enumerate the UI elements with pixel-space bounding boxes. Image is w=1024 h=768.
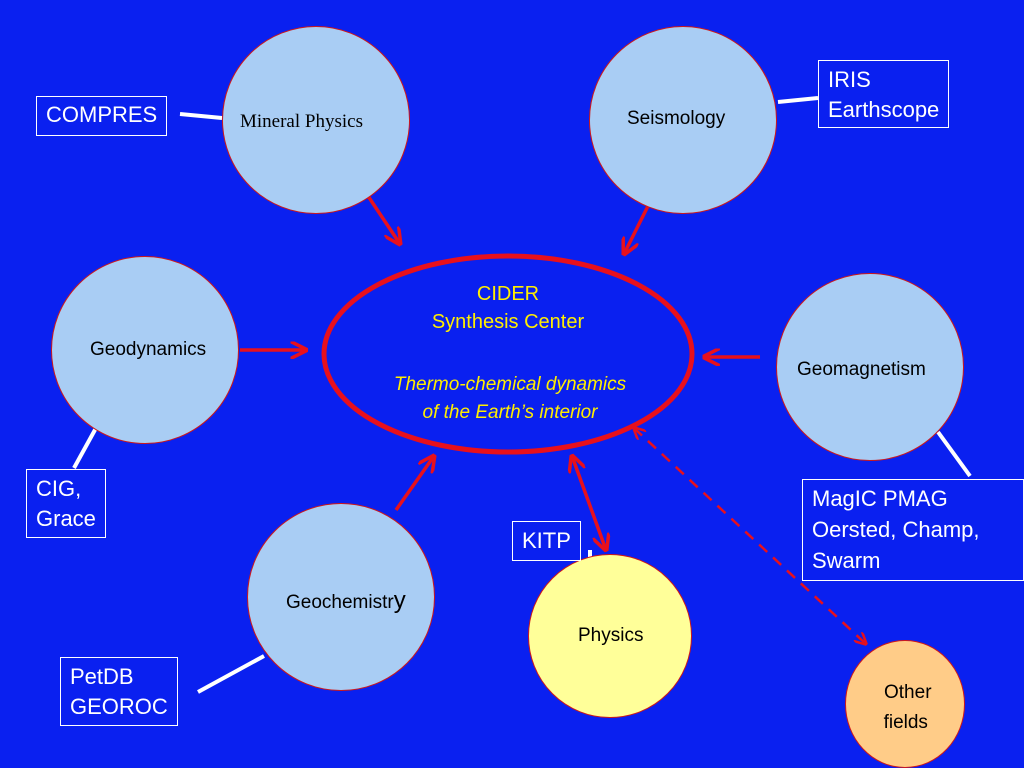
circle-mineral-physics <box>222 26 410 214</box>
box-petdb-line2: GEOROC <box>70 694 168 719</box>
label-other-fields: Other fields <box>880 678 932 738</box>
label-other-line2: fields <box>883 712 928 733</box>
arrow-geochemistry <box>394 456 434 512</box>
label-mineral-physics: Mineral Physics <box>240 111 363 132</box>
arrow-other-fields <box>634 428 866 644</box>
label-physics: Physics <box>578 625 644 646</box>
box-compres: COMPRES <box>36 96 168 136</box>
circle-geomagnetism <box>776 273 964 461</box>
box-petdb: PetDB GEOROC <box>60 657 178 726</box>
circle-geochemistry <box>247 503 435 691</box>
arrow-mineral-physics <box>366 195 400 244</box>
circle-seismology <box>589 26 777 214</box>
center-description: Thermo-chemical dynamics of the Earth’s … <box>360 371 660 427</box>
connector-petdb <box>197 654 265 694</box>
circle-geodynamics <box>51 256 239 444</box>
box-petdb-line1: PetDB <box>70 664 134 689</box>
label-geochemistry-tail: y <box>393 587 406 614</box>
circle-physics <box>528 554 692 718</box>
connector-cig <box>72 427 98 469</box>
box-magic-line3: Swarm <box>812 548 881 573</box>
center-desc-line2: of the Earth’s interior <box>422 402 598 423</box>
box-cig-line1: CIG, <box>36 476 82 501</box>
center-ellipse <box>321 253 695 455</box>
connector-iris <box>777 96 819 104</box>
box-kitp: KITP <box>512 521 581 561</box>
box-iris: IRIS Earthscope <box>818 60 950 128</box>
label-geochemistry: Geochemistry <box>286 587 406 615</box>
box-magic-line2: Oersted, Champ, <box>812 517 980 542</box>
label-seismology: Seismology <box>627 108 726 129</box>
box-magic: MagIC PMAG Oersted, Champ, Swarm <box>802 479 1024 581</box>
box-magic-line1: MagIC PMAG <box>812 486 948 511</box>
center-title: CIDER <box>476 283 540 305</box>
arrow-seismology <box>624 205 650 254</box>
label-geochemistry-main: Geochemistr <box>286 592 394 613</box>
box-compres-label: COMPRES <box>46 102 158 127</box>
box-iris-line2: Earthscope <box>828 97 940 122</box>
connector-compres <box>179 112 223 120</box>
center-subtitle: Synthesis Center <box>431 311 585 333</box>
box-iris-line1: IRIS <box>828 67 871 92</box>
circle-other-fields <box>845 640 965 768</box>
label-geodynamics: Geodynamics <box>90 339 207 360</box>
label-geomagnetism: Geomagnetism <box>797 359 926 380</box>
center-title-block: CIDER Synthesis Center <box>370 280 646 336</box>
box-kitp-label: KITP <box>522 528 571 553</box>
center-desc-line1: Thermo-chemical dynamics <box>393 374 627 395</box>
box-cig: CIG, Grace <box>26 469 106 538</box>
box-cig-line2: Grace <box>36 506 96 531</box>
arrow-physics <box>572 456 606 550</box>
connector-magic <box>936 430 972 478</box>
label-other-line1: Other <box>884 682 932 703</box>
